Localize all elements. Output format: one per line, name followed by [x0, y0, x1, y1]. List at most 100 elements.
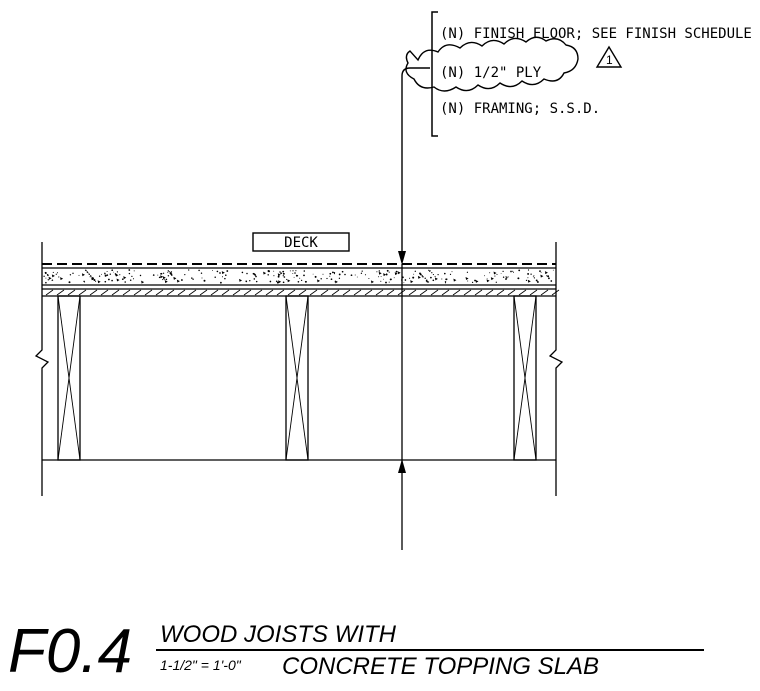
concrete-aggregate-chip — [263, 271, 267, 275]
concrete-aggregate-dot — [507, 276, 509, 278]
concrete-aggregate-dot — [188, 269, 190, 271]
concrete-aggregate-dot — [295, 270, 297, 272]
concrete-aggregate-dot — [72, 272, 74, 274]
ply-hatch-stroke — [254, 289, 263, 296]
concrete-aggregate-dot — [286, 278, 288, 280]
concrete-aggregate-dot — [537, 281, 539, 283]
concrete-aggregate-dot — [445, 282, 447, 284]
concrete-aggregate-dot — [93, 279, 96, 282]
concrete-aggregate-dot — [170, 271, 173, 273]
concrete-aggregate-dot — [212, 269, 214, 271]
concrete-aggregate-dot — [277, 275, 280, 278]
ply-hatch-stroke — [122, 289, 131, 296]
ply-hatch-stroke — [485, 289, 494, 296]
ply-hatch-stroke — [188, 289, 197, 296]
concrete-aggregate-dot — [303, 270, 306, 272]
concrete-aggregate-chip — [334, 280, 338, 284]
concrete-aggregate-chip — [378, 271, 382, 275]
concrete-aggregate-dot — [273, 270, 275, 272]
concrete-aggregate-dot — [164, 279, 166, 281]
concrete-aggregate-dot — [330, 278, 333, 281]
ply-hatch-stroke — [419, 289, 428, 296]
concrete-aggregate-dot — [426, 280, 429, 283]
concrete-aggregate-dot — [109, 273, 112, 275]
note-finish-floor: (N) FINISH FLOOR; SEE FINISH SCHEDULE — [440, 26, 752, 42]
concrete-aggregate-dot — [221, 276, 224, 278]
concrete-aggregate-dot — [116, 271, 118, 273]
ply-hatch-stroke — [89, 289, 98, 296]
concrete-aggregate-dot — [378, 270, 380, 272]
concrete-aggregate-dot — [90, 275, 92, 277]
concrete-aggregate-dot — [378, 276, 380, 278]
revision-triangle — [595, 45, 623, 68]
concrete-aggregate-chip — [544, 271, 548, 275]
concrete-aggregate-dot — [474, 279, 476, 282]
concrete-aggregate-dot — [552, 269, 554, 271]
concrete-aggregate-dot — [254, 274, 257, 276]
ply-hatch-stroke — [78, 289, 87, 296]
concrete-aggregate-dot — [356, 276, 358, 278]
concrete-aggregate-chip — [383, 273, 387, 277]
concrete-aggregate-chip — [434, 277, 438, 281]
ply-hatch-stroke — [529, 289, 538, 296]
concrete-aggregate-dot — [293, 276, 295, 278]
concrete-topping-slab — [43, 269, 554, 284]
concrete-aggregate-chip — [397, 271, 401, 275]
concrete-aggregate-dot — [527, 269, 530, 271]
concrete-aggregate-dot — [133, 270, 135, 272]
concrete-aggregate-chip — [239, 278, 243, 282]
concrete-aggregate-dot — [424, 277, 426, 280]
concrete-aggregate-dot — [527, 272, 530, 275]
concrete-aggregate-dot — [329, 272, 332, 275]
ply-hatch-stroke — [100, 289, 109, 296]
concrete-aggregate-chip — [287, 279, 291, 283]
ply-hatch-stroke — [474, 289, 483, 296]
ply-hatch-stroke — [386, 289, 395, 296]
concrete-aggregate-dot — [167, 270, 169, 272]
concrete-aggregate-dot — [432, 279, 435, 282]
concrete-aggregate-dot — [273, 275, 275, 277]
concrete-aggregate-dot — [388, 281, 390, 283]
concrete-aggregate-dot — [47, 279, 49, 281]
concrete-aggregate-dot — [283, 276, 286, 278]
concrete-aggregate-dot — [119, 274, 121, 276]
concrete-aggregate-dot — [165, 278, 168, 281]
ply-hatch-stroke — [67, 289, 76, 296]
concrete-aggregate-dot — [132, 278, 135, 280]
concrete-aggregate-chip — [51, 274, 55, 278]
concrete-aggregate-dot — [403, 282, 405, 284]
concrete-aggregate-dot — [467, 280, 469, 282]
concrete-aggregate-dot — [87, 272, 89, 274]
concrete-aggregate-dot — [444, 281, 447, 283]
concrete-aggregate-chip — [277, 273, 281, 277]
concrete-aggregate-dot — [329, 275, 331, 277]
concrete-aggregate-dot — [219, 272, 221, 274]
concrete-aggregate-dot — [104, 274, 107, 277]
concrete-aggregate-chip — [160, 275, 164, 279]
concrete-aggregate-dot — [68, 281, 71, 284]
concrete-aggregate-chip — [123, 276, 127, 280]
concrete-aggregate-dot — [276, 281, 279, 284]
concrete-aggregate-dot — [445, 278, 448, 281]
concrete-aggregate-chip — [60, 277, 64, 281]
joist-middle — [285, 295, 309, 461]
note-bracket — [431, 11, 438, 137]
concrete-aggregate-dot — [52, 271, 54, 273]
concrete-aggregate-dot — [434, 275, 436, 277]
concrete-aggregate-dot — [111, 279, 113, 282]
ply-hatch-stroke — [144, 289, 153, 296]
concrete-aggregate-chip — [317, 279, 321, 283]
concrete-aggregate-dot — [489, 272, 491, 274]
concrete-aggregate-dot — [546, 275, 548, 277]
concrete-aggregate-dot — [430, 276, 432, 279]
concrete-aggregate-chip — [221, 271, 225, 275]
concrete-aggregate-dot — [245, 280, 248, 283]
concrete-aggregate-dot — [314, 275, 317, 278]
ply-hatch-stroke — [342, 289, 351, 296]
concrete-aggregate-dot — [385, 273, 388, 276]
concrete-aggregate-dot — [431, 272, 433, 274]
concrete-aggregate-dot — [376, 271, 378, 273]
concrete-aggregate-dot — [139, 274, 142, 277]
concrete-aggregate-dot — [421, 275, 423, 277]
concrete-aggregate-dot — [548, 278, 550, 280]
